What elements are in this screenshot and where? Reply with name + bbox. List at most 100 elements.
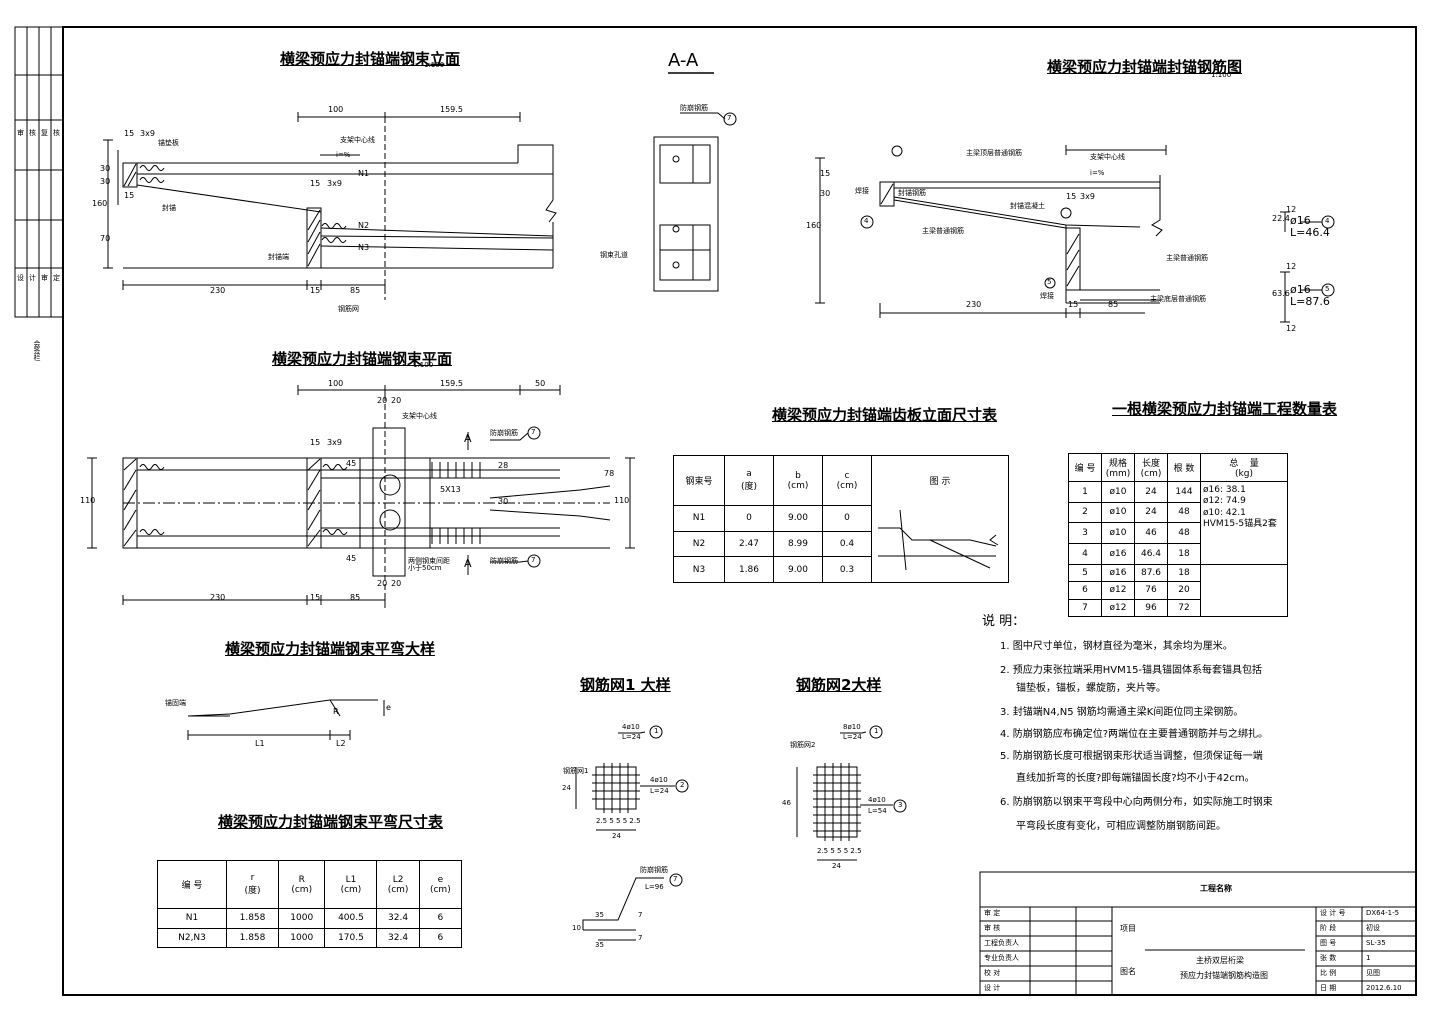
table-cell: 1000 [277,927,326,948]
table-header: 长度 (cm) [1134,453,1168,482]
table-cell: 6 [418,927,463,948]
table-header: R (cm) [277,860,326,909]
meta-value: 初设 [1366,924,1380,932]
drawing-name-line1: 主桥双层桁梁 [1196,956,1244,965]
table-header: 编 号 [1068,453,1102,482]
left-strip-cell: 审 [41,274,48,282]
table-cell: 0 [724,505,774,532]
left-strip-cell: 核 [29,129,36,137]
weld-label: 焊接 [855,187,869,195]
callout-number: 5 [1047,278,1052,286]
meta-value: 1 [1366,954,1371,962]
dim-label: 15 [124,191,135,200]
rebar-elevation-scale: 1:100 [1211,71,1232,79]
left-strip-cell: 审 [17,129,24,137]
note-item: 6. 防崩钢筋以钢束平弯段中心向两侧分布，如实际施工时钢束 [1000,797,1273,808]
table-cell: 5 [1068,563,1102,583]
dim-label: 15 [124,129,135,138]
mesh2-top-spec: 8ø10 [843,723,861,731]
callout-number: 1 [874,727,879,735]
anchor-end-label: 锚固端 [165,699,186,707]
spacing-note: 两侧钢束间距 小于50cm [408,557,450,572]
dim-label: 70 [100,234,111,243]
table-header: b (cm) [773,455,823,506]
bend-table: 编 号 r (度) R (cm) L1 (cm) L2 (cm) e (cm) … [157,860,463,948]
dim-label: 10 [572,924,581,932]
left-strip-cell: 定 [53,274,60,282]
mesh1-dim-v: 24 [562,784,571,792]
main-bar-label: 主梁普通钢筋 [1166,254,1208,262]
left-strip-cell: 计 [29,274,36,282]
bend-detail-drawing [187,699,385,740]
note-item: 4. 防崩钢筋应布确定位?两端位在主要普通钢筋并与之绑扎。 [1000,729,1269,740]
mesh1-title: 钢筋网1 大样 [580,676,671,694]
note-item: 2. 预应力束张拉端采用HVM15-锚具锚固体系每套锚具包括 [1000,665,1263,676]
dim-label: 20 [391,579,402,588]
table-cell: 96 [1134,598,1168,617]
mesh1-top-spec: 4ø10 [622,723,640,731]
table-cell: ø10 [1101,481,1135,503]
table-header: r (度) [226,860,279,909]
rebar-elevation-drawing [815,145,1335,323]
dim-label: 100 [328,105,344,114]
table-cell: 87.6 [1134,563,1168,583]
centerline-label: 支架中心线 [402,412,437,420]
table-cell: 3 [1068,522,1102,544]
table-cell: 20 [1167,581,1201,600]
bend-detail-title: 横梁预应力封锚端钢束平弯大样 [225,640,436,658]
bar5-spec: ø16 [1290,283,1311,296]
dim-label: 30 [100,177,111,186]
left-strip-cell: 设 [17,274,24,282]
table-cell: 400.5 [324,908,378,929]
seal-label: 封锚 [162,204,176,212]
table-cell: 6 [1068,581,1102,600]
table-header: e (cm) [418,860,463,909]
main-bar-label: 主梁顶层普通钢筋 [966,149,1022,157]
note-item: 平弯段长度有变化，可相应调整防崩钢筋间距。 [1016,821,1226,832]
table-cell: 9.00 [773,505,823,532]
dim-label: 28 [498,461,509,470]
slope-label: i=% [336,151,351,159]
table-cell: ø10 [1101,501,1135,524]
table-cell: 18 [1167,563,1201,583]
bar5-bottom: 12 [1286,324,1297,333]
table-cell: 7 [1068,598,1102,617]
dim-label: 15 [1066,192,1077,201]
bottom-bar-label: 主梁底层普通钢筋 [1150,295,1206,303]
anti-crack-label: 防崩钢筋 [490,429,518,437]
dim-label: 45 [346,554,357,563]
table-cell: N3 [673,556,725,583]
rebar-elevation-title: 横梁预应力封锚端封锚钢筋图 [1047,58,1243,76]
table-header: 根 数 [1167,453,1201,482]
bar5-length: L=87.6 [1290,295,1330,308]
table-header: 图 示 [871,455,1009,583]
tendon-n3-label: N3 [358,243,370,252]
table-cell: 8.99 [773,530,823,558]
dim-label: 85 [350,593,361,602]
table-cell: 0.3 [822,556,872,583]
section-aa-title: A-A [668,50,699,71]
mesh2-dim-v: 46 [782,799,791,807]
table-cell: 9.00 [773,556,823,583]
mesh2-right-length: L=54 [868,807,887,815]
tendon-n1-label: N1 [358,169,370,178]
callout-number: 1 [654,727,659,735]
callout-number: 7 [673,875,678,883]
dim-label: 15 [1068,300,1079,309]
anchor-bar-label: 封锚钢筋 [898,189,926,197]
callout-number: 2 [680,781,685,789]
table-cell: 24 [1134,501,1168,524]
dim-label: 35 [595,911,604,919]
dim-label: 230 [210,593,226,602]
project-label: 项目 [1120,924,1136,933]
main-bar-label: 主梁普通钢筋 [922,227,964,235]
plan-drawing [87,385,635,610]
bar7-label: 防崩钢筋 [640,866,668,874]
dim-label: 3x9 [1080,192,1095,201]
table-cell: 2 [1068,501,1102,524]
meta-label: 日 期 [1320,984,1337,992]
mesh2-drawing [796,725,907,861]
dim-label: 7 [638,911,643,919]
